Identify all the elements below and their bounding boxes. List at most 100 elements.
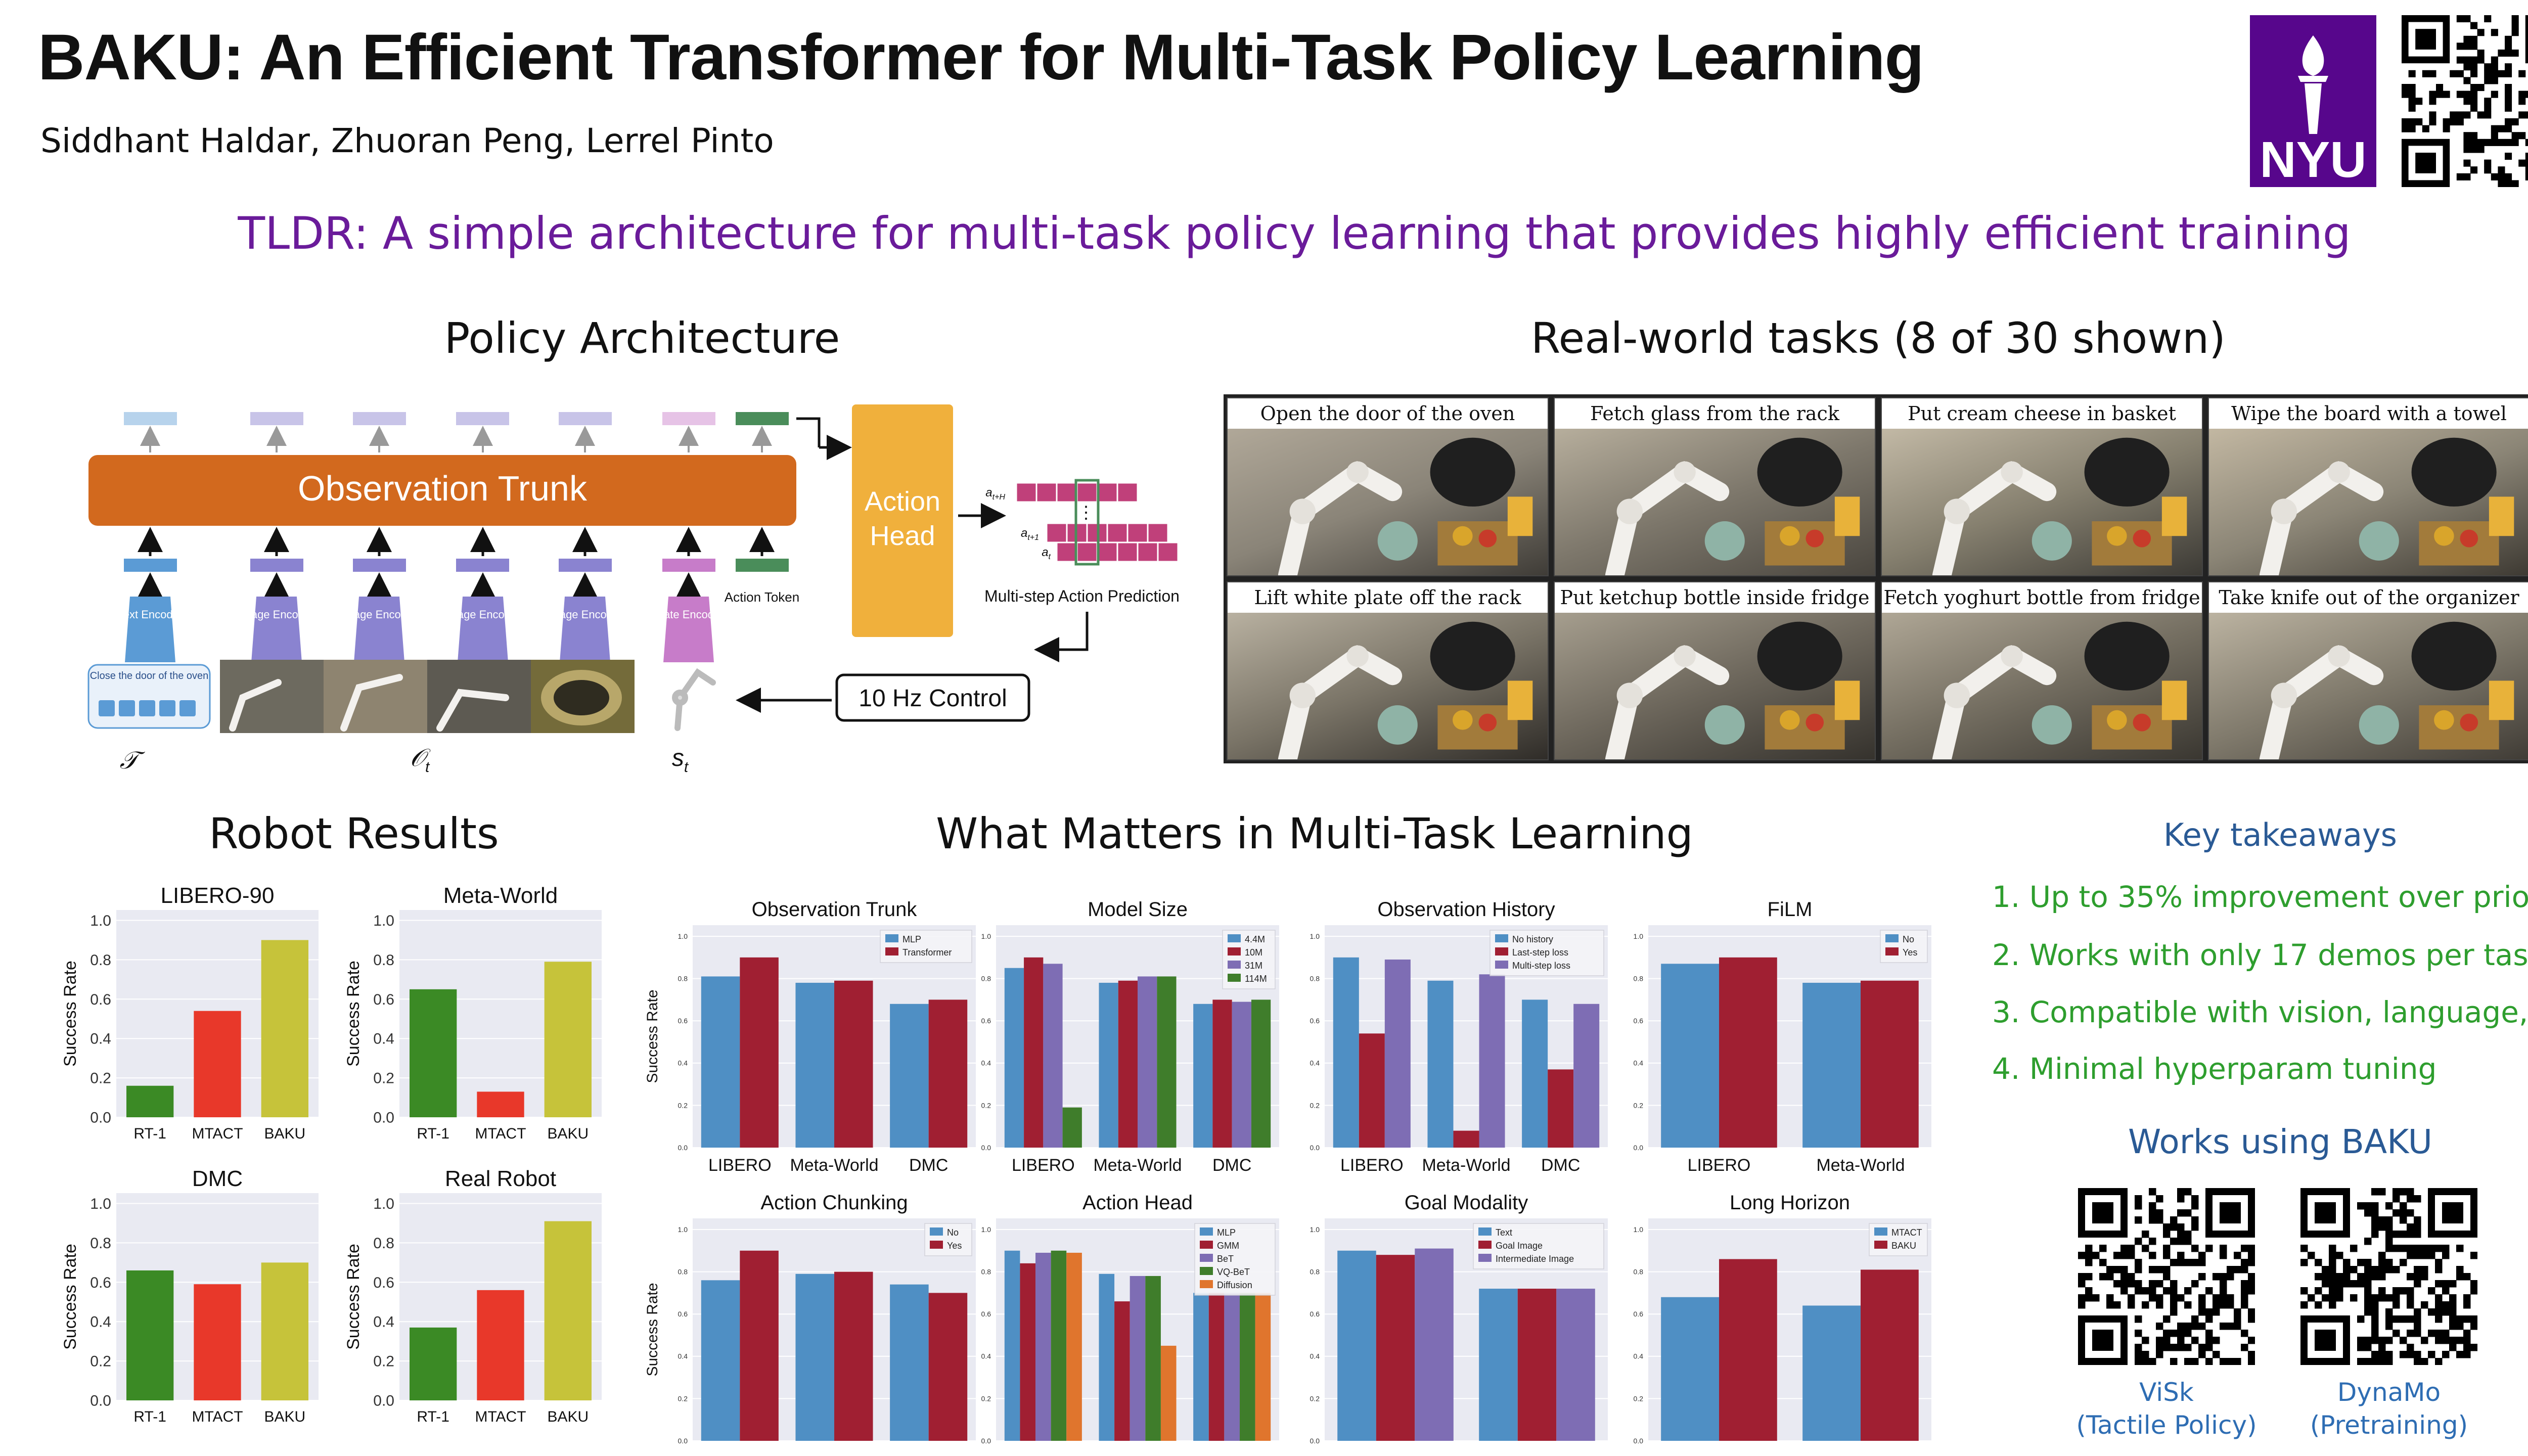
legend-label: No	[947, 1227, 959, 1238]
task-scene	[1932, 437, 2187, 575]
authors: Siddhant Haldar, Zhuoran Peng, Lerrel Pi…	[40, 121, 774, 160]
chart-title: FiLM	[1768, 898, 1813, 921]
category-label: LIBERO	[708, 1156, 772, 1175]
y-tick-label: 0.2	[373, 1353, 394, 1370]
chart-action-head: Action Head0.00.20.40.60.81.0LIBEROMeta-…	[981, 1192, 1279, 1445]
task-scene	[1605, 621, 1860, 759]
svg-text:at: at	[1042, 545, 1051, 561]
legend-label: MTACT	[1891, 1227, 1922, 1238]
bar	[1802, 982, 1861, 1148]
poster-title: BAKU: An Efficient Transformer for Multi…	[38, 21, 1924, 94]
bar	[1251, 999, 1271, 1148]
y-tick-label: 0.2	[90, 1070, 111, 1087]
svg-text:at+H: at+H	[985, 486, 1005, 502]
dynamo-qr-code[interactable]	[2300, 1188, 2477, 1365]
y-tick-label: 1.0	[981, 932, 991, 940]
bar	[1099, 982, 1118, 1148]
bar	[1479, 974, 1505, 1148]
category-label: BAKU	[264, 1408, 305, 1425]
task-label: Put ketchup bottle inside fridge	[1555, 582, 1875, 613]
bar	[1232, 1002, 1251, 1148]
y-tick-label: 0.8	[1310, 975, 1320, 983]
bar	[1517, 1289, 1557, 1441]
visk-name[interactable]: ViSk	[2139, 1378, 2194, 1407]
legend-label: Goal Image	[1496, 1241, 1543, 1251]
robot-state-icon	[672, 668, 716, 731]
bar	[1099, 1273, 1115, 1441]
y-tick-label: 0.2	[373, 1070, 394, 1087]
symbol-state: st	[672, 745, 689, 776]
y-tick-label: 0.8	[981, 975, 991, 983]
symbol-observation: 𝒪t	[410, 745, 431, 776]
dynamo-name[interactable]: DynaMo	[2337, 1378, 2441, 1407]
legend-label: 31M	[1245, 961, 1262, 971]
bar	[261, 1262, 308, 1400]
image-encoder-2: Image Encoder	[341, 597, 417, 662]
chart-observation-trunk: Observation Trunk0.00.20.40.60.81.0Succe…	[644, 898, 976, 1175]
category-label: BAKU	[264, 1125, 305, 1142]
y-tick-label: 0.2	[1310, 1101, 1320, 1109]
image-encoder-1: Image Encoder	[239, 597, 314, 662]
y-tick-label: 0.6	[1310, 1017, 1320, 1025]
y-tick-label: 0.6	[90, 1275, 111, 1291]
chart-title: Action Head	[1082, 1192, 1193, 1214]
chart-title: Long Horizon	[1730, 1192, 1850, 1214]
y-tick-label: 1.0	[1634, 1225, 1644, 1234]
bar	[194, 1284, 241, 1400]
y-tick-label: 1.0	[1310, 932, 1320, 940]
legend-label: No history	[1512, 934, 1553, 944]
chart-observation-history: Observation History0.00.20.40.60.81.0LIB…	[1310, 898, 1608, 1175]
task-cell: Open the door of the oven	[1227, 397, 1549, 576]
control-box	[835, 673, 1030, 722]
y-tick-label: 0.6	[90, 991, 111, 1008]
takeaway-3: 3. Compatible with vision, language, tou…	[1992, 995, 2528, 1029]
y-tick-label: 1.0	[981, 1225, 991, 1234]
y-tick-label: 0.8	[90, 1235, 111, 1252]
y-tick-label: 0.8	[1634, 975, 1644, 983]
bar	[1224, 1293, 1240, 1441]
bar	[701, 1280, 740, 1441]
svg-text:Text Encoder: Text Encoder	[118, 608, 183, 621]
y-tick-label: 0.8	[1310, 1268, 1320, 1276]
bar	[1719, 957, 1777, 1148]
chart-title: Observation History	[1377, 898, 1555, 921]
bar	[126, 1085, 174, 1117]
bar	[1376, 1255, 1415, 1441]
text-encoder-label: Text Encoder	[118, 608, 183, 621]
legend-label: Last-step loss	[1512, 947, 1568, 958]
bar	[834, 980, 873, 1148]
y-tick-label: 0.4	[678, 1059, 688, 1067]
project-qr-code[interactable]	[2402, 15, 2528, 187]
y-axis-label: Success Rate	[344, 961, 363, 1067]
chart-title: Meta-World	[443, 883, 558, 908]
what-matters-charts: Observation Trunk0.00.20.40.60.81.0Succe…	[644, 898, 1931, 1445]
bar	[1359, 1033, 1385, 1148]
bar	[795, 982, 834, 1148]
y-tick-label: 1.0	[678, 1225, 688, 1234]
bar	[1004, 968, 1024, 1148]
bar	[1861, 980, 1919, 1148]
observation-trunk-label: Observation Trunk	[298, 469, 588, 508]
y-tick-label: 0.6	[1634, 1310, 1644, 1318]
y-tick-label: 0.2	[678, 1394, 688, 1402]
visk-qr-code[interactable]	[2078, 1188, 2255, 1365]
bar	[477, 1091, 524, 1117]
task-cell: Lift white plate off the rack	[1227, 581, 1549, 760]
y-tick-label: 0.0	[90, 1393, 111, 1409]
chart-title: LIBERO-90	[161, 883, 275, 908]
visk-desc: (Tactile Policy)	[2076, 1410, 2257, 1440]
y-tick-label: 0.0	[678, 1144, 688, 1152]
task-label: Lift white plate off the rack	[1228, 582, 1548, 613]
chart-action-chunking: Action Chunking0.00.20.40.60.81.0Success…	[644, 1192, 976, 1445]
task-label: Open the door of the oven	[1228, 398, 1548, 429]
key-takeaways-title: Key takeaways	[2163, 816, 2397, 853]
category-label: DMC	[1541, 1156, 1580, 1175]
action-token-label: Action Token	[725, 589, 799, 605]
bar	[544, 962, 592, 1117]
y-tick-label: 0.4	[373, 1031, 394, 1048]
observation-images	[220, 660, 635, 733]
y-tick-label: 0.6	[981, 1017, 991, 1025]
y-tick-label: 0.6	[373, 1275, 394, 1291]
